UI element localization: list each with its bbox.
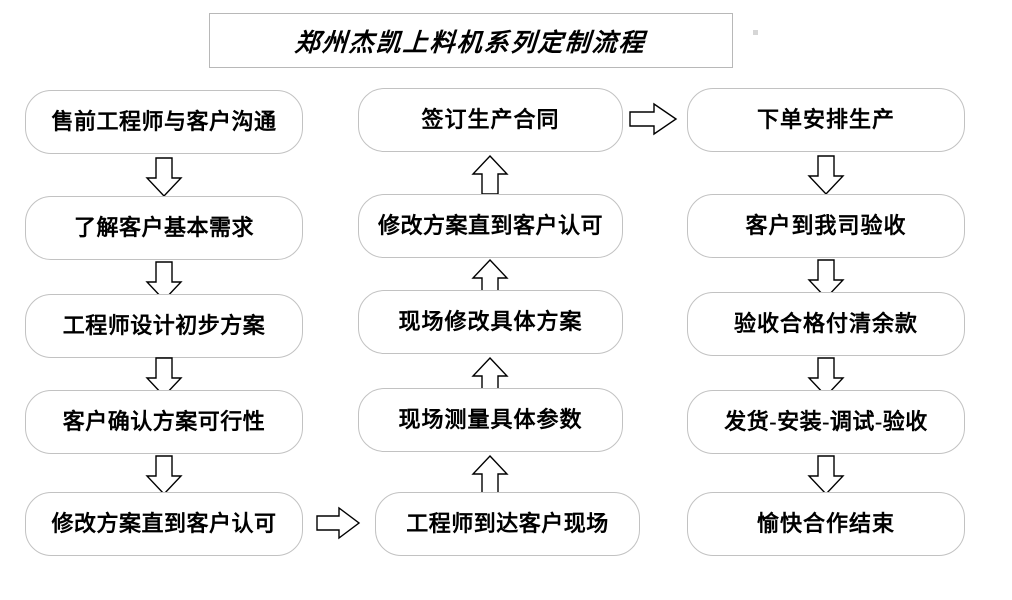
node-c3n1[interactable]: 下单安排生产	[687, 88, 965, 152]
arrow-down-c3-2-3	[804, 259, 848, 300]
node-label: 验收合格付清余款	[733, 311, 918, 336]
node-c1n4[interactable]: 客户确认方案可行性	[25, 390, 303, 454]
node-label: 现场修改具体方案	[398, 309, 583, 334]
arrow-down-c1-3-4	[142, 357, 186, 398]
node-label: 售前工程师与客户沟通	[51, 109, 277, 134]
node-c3n2[interactable]: 客户到我司验收	[687, 194, 965, 258]
node-c1n2[interactable]: 了解客户基本需求	[25, 196, 303, 260]
arrow-down-c3-3-4	[804, 357, 848, 398]
arrow-down-c1-1-2	[142, 157, 186, 198]
arrow-down-c1-4-5	[142, 455, 186, 496]
node-label: 修改方案直到客户认可	[51, 511, 277, 536]
node-c2n5[interactable]: 工程师到达客户现场	[375, 492, 640, 556]
arrow-down-c1-2-3	[142, 261, 186, 302]
node-c1n1[interactable]: 售前工程师与客户沟通	[25, 90, 303, 154]
node-label: 工程师设计初步方案	[62, 313, 266, 338]
node-label: 愉快合作结束	[756, 511, 895, 536]
node-label: 签订生产合同	[421, 107, 560, 132]
node-label: 了解客户基本需求	[73, 215, 254, 240]
arrow-right-c2-to-c3	[629, 102, 682, 138]
node-label: 客户确认方案可行性	[62, 409, 266, 434]
arrow-down-c3-4-5	[804, 455, 848, 496]
node-c3n3[interactable]: 验收合格付清余款	[687, 292, 965, 356]
node-c3n5[interactable]: 愉快合作结束	[687, 492, 965, 556]
node-c2n3[interactable]: 现场修改具体方案	[358, 290, 623, 354]
node-label: 修改方案直到客户认可	[377, 213, 603, 238]
node-label: 发货-安装-调试-验收	[724, 409, 928, 434]
node-c2n1[interactable]: 签订生产合同	[358, 88, 623, 152]
chart-title-box: 郑州杰凯上料机系列定制流程	[209, 13, 733, 68]
node-label: 下单安排生产	[756, 107, 895, 132]
node-c2n2[interactable]: 修改方案直到客户认可	[358, 194, 623, 258]
node-label: 工程师到达客户现场	[406, 511, 609, 536]
arrow-up-c2-5-4	[468, 454, 512, 496]
arrow-right-c1-to-c2	[316, 506, 365, 542]
node-label: 客户到我司验收	[745, 213, 907, 238]
node-c2n4[interactable]: 现场测量具体参数	[358, 388, 623, 452]
stray-mark	[753, 30, 758, 35]
node-label: 现场测量具体参数	[398, 407, 583, 432]
node-c3n4[interactable]: 发货-安装-调试-验收	[687, 390, 965, 454]
chart-title-text: 郑州杰凯上料机系列定制流程	[294, 29, 648, 57]
arrow-up-c2-2-1	[468, 154, 512, 196]
node-c1n5[interactable]: 修改方案直到客户认可	[25, 492, 303, 556]
arrow-down-c3-1-2	[804, 155, 848, 196]
node-c1n3[interactable]: 工程师设计初步方案	[25, 294, 303, 358]
